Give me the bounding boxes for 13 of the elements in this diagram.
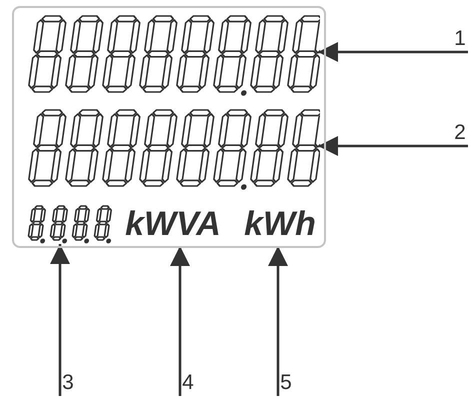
callout-number: 3	[61, 370, 75, 396]
display-panel	[12, 6, 326, 248]
callout-number: 2	[453, 120, 467, 146]
callout-number: 4	[181, 370, 195, 396]
arrow	[268, 246, 288, 396]
callout-number: 5	[279, 370, 293, 396]
unit-label: kWVA	[124, 204, 222, 245]
arrow	[170, 246, 190, 396]
unit-label: kWh	[243, 204, 317, 245]
arrow	[318, 42, 468, 62]
arrow	[50, 244, 70, 396]
callout-number: 1	[453, 26, 467, 52]
arrow	[318, 136, 468, 156]
